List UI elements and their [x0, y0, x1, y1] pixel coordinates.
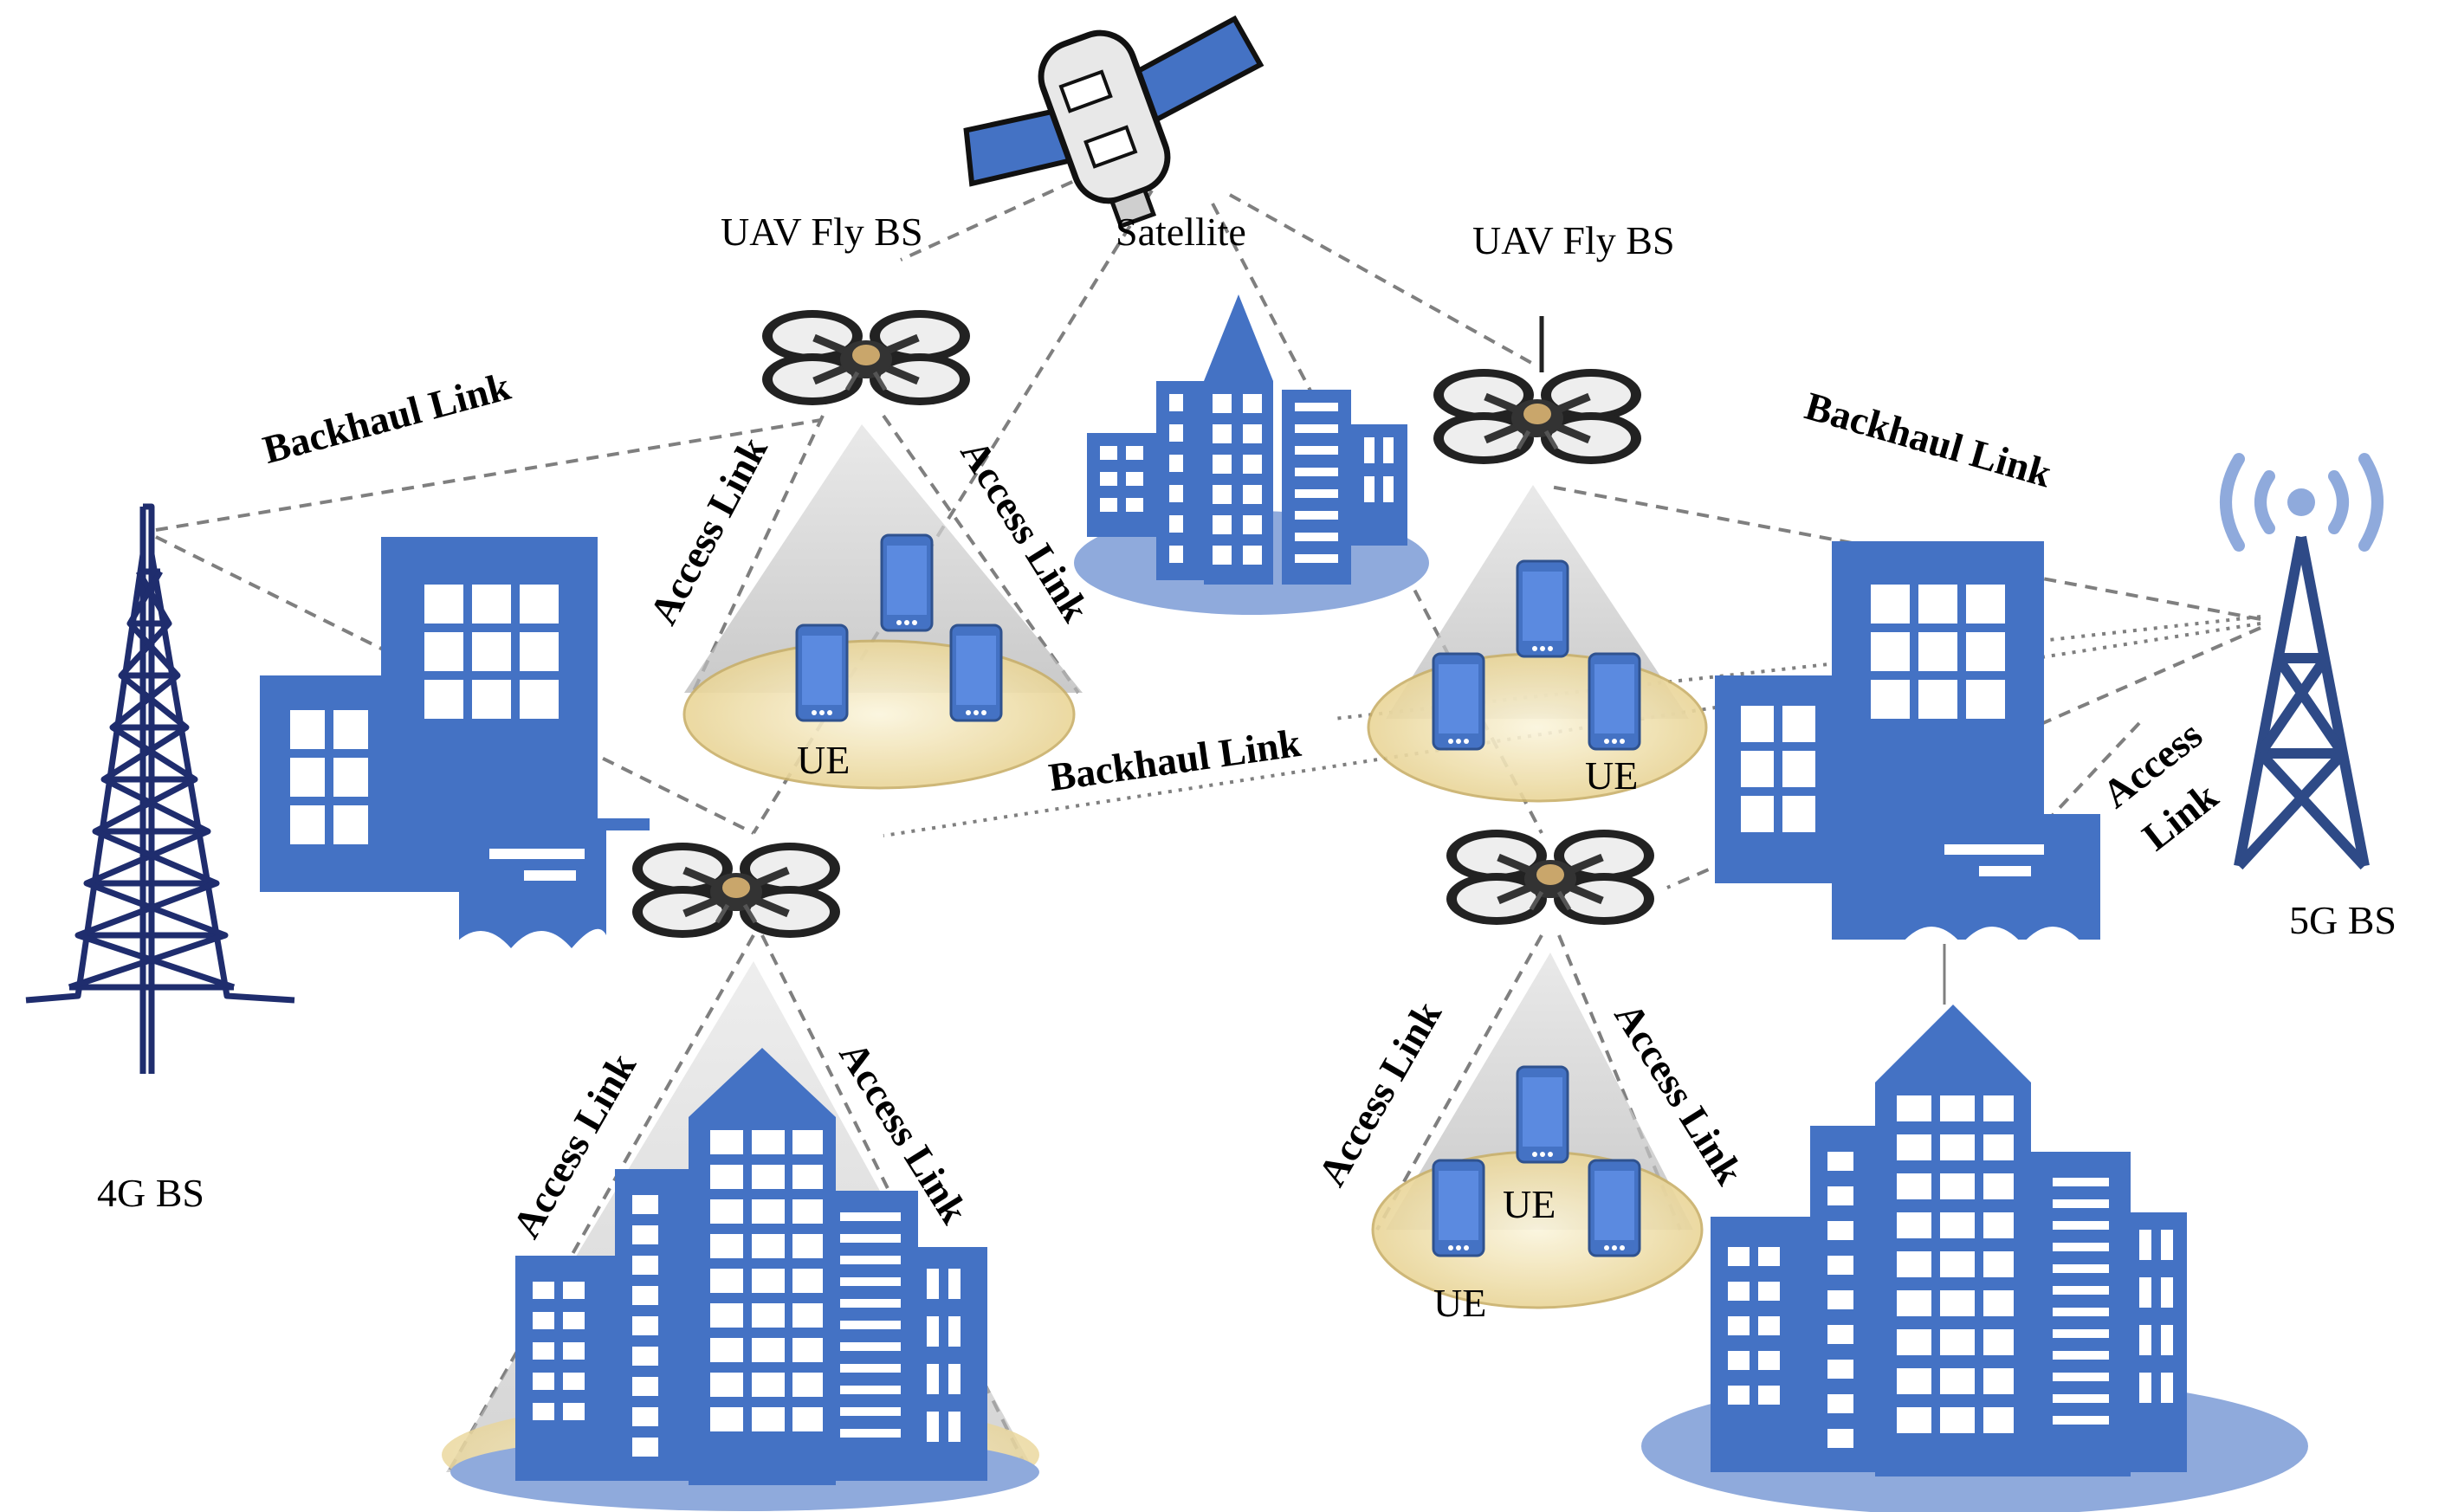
label-satellite: Satellite — [1116, 210, 1246, 254]
phone-icon — [1432, 1159, 1485, 1257]
phone-icon — [1516, 1065, 1569, 1164]
label-uav-left: UAV Fly BS — [721, 210, 923, 254]
label-ue-bottom-right-2: UE — [1433, 1281, 1487, 1325]
building-lower-right — [1641, 1005, 2308, 1512]
building-lower-left — [450, 1048, 1039, 1511]
label-4g-bs: 4G BS — [97, 1171, 204, 1215]
label-ue-top-right: UE — [1585, 753, 1639, 798]
phone-icon — [949, 624, 1003, 722]
building-left — [260, 537, 650, 953]
access-ul-right — [882, 414, 1080, 695]
phone-icon — [1432, 652, 1485, 751]
access-lr-left — [1375, 934, 1543, 1231]
drone-icon-lower-right — [1446, 830, 1654, 925]
building-right — [1715, 541, 2100, 948]
drone-icon-upper-right — [1433, 369, 1641, 464]
label-5g-bs: 5G BS — [2289, 898, 2396, 942]
satellite-to-uav-left — [900, 171, 1092, 262]
tower-4g-icon — [25, 503, 295, 1074]
satellite-icon — [963, 15, 1265, 229]
tower-5g-icon — [2220, 453, 2384, 870]
phone-icon — [1588, 1159, 1641, 1257]
label-ue-bottom-right-1: UE — [1503, 1182, 1556, 1226]
phone-icon — [880, 533, 934, 632]
phone-icon — [1516, 559, 1569, 658]
access-lr-right — [1557, 934, 1682, 1231]
label-ue-top-left: UE — [797, 738, 851, 782]
drone-icon-lower-left — [632, 843, 840, 938]
backhaul-4g-to-uav-left — [155, 418, 822, 532]
label-uav-right: UAV Fly BS — [1472, 218, 1675, 262]
phone-icon — [795, 624, 849, 722]
drone-icon-upper-left — [762, 310, 970, 405]
access-ul-left — [691, 415, 825, 694]
phone-icon — [1588, 652, 1641, 751]
satellite-to-uav-right — [1229, 193, 1534, 365]
building-center-top — [1074, 294, 1429, 615]
